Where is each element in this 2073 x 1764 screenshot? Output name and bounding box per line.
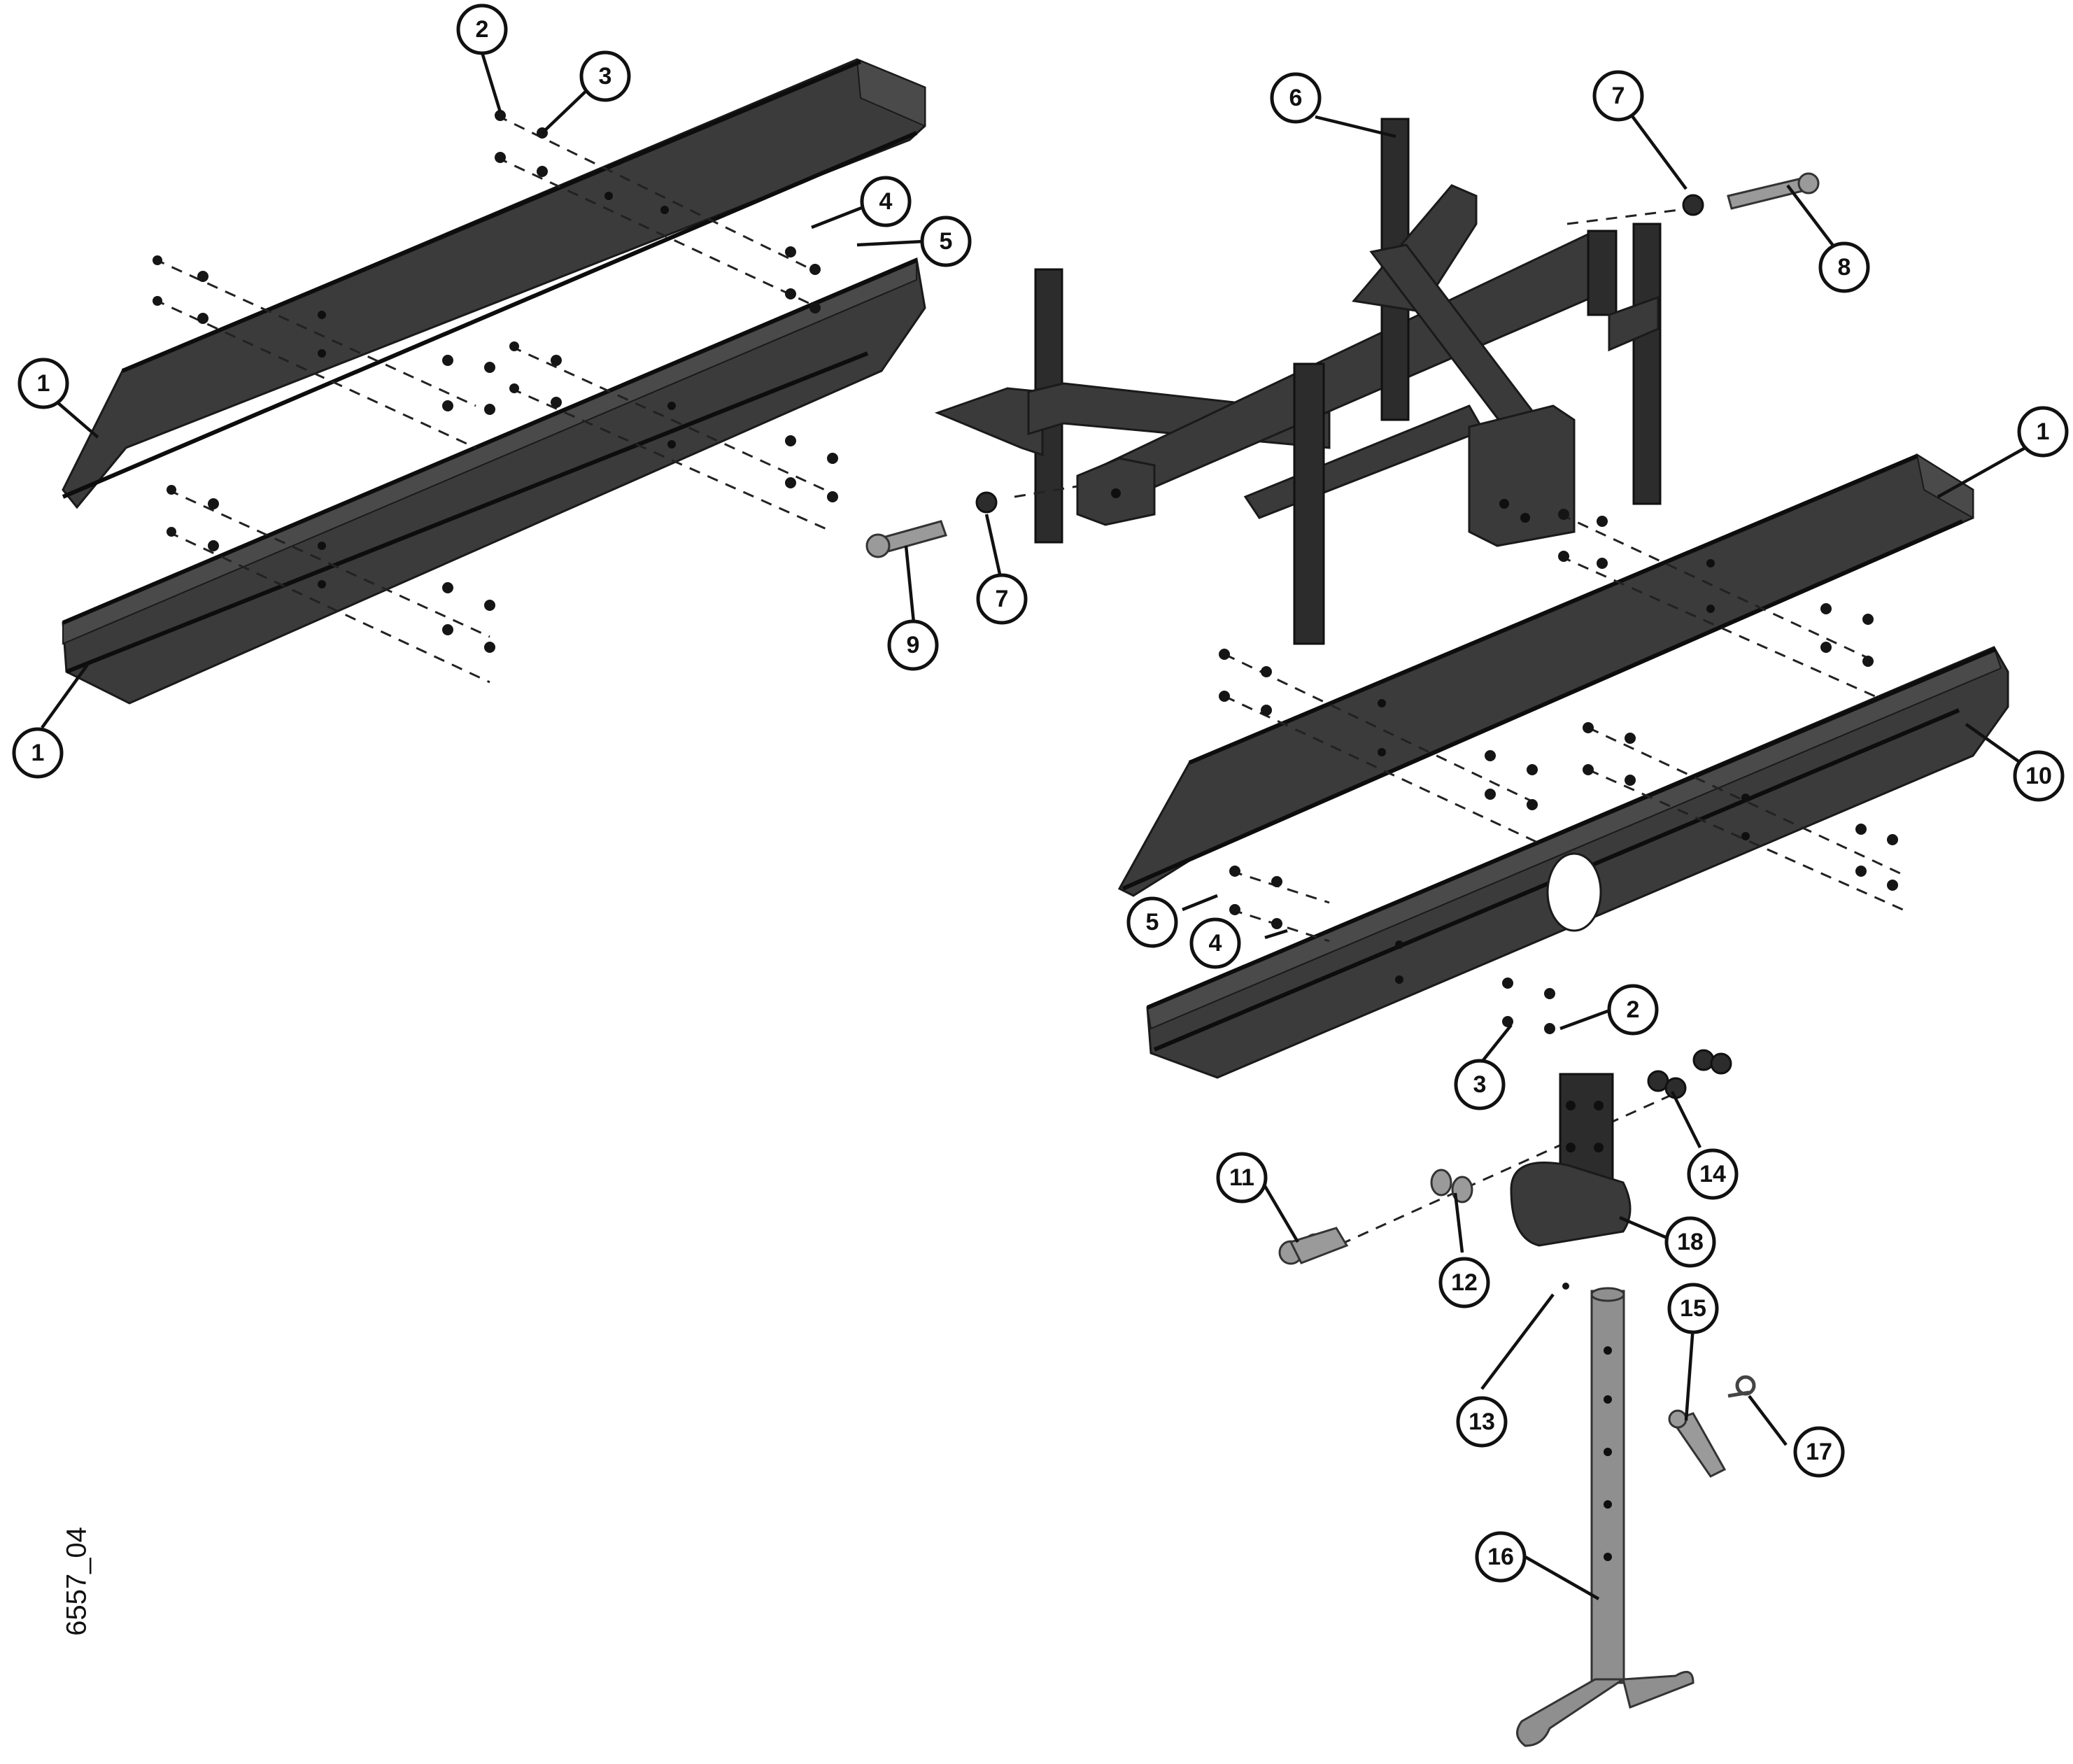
callout-balloon-5: 5	[1126, 896, 1178, 948]
left-rail-hardware	[153, 110, 838, 684]
callout-balloon-13: 13	[1456, 1396, 1508, 1448]
callout-balloon-3: 3	[579, 50, 631, 102]
svg-text:4: 4	[879, 188, 893, 215]
svg-text:2: 2	[476, 16, 489, 43]
svg-text:2: 2	[1627, 996, 1640, 1023]
svg-text:10: 10	[2025, 763, 2052, 789]
callout-balloon-4: 4	[1189, 917, 1241, 969]
svg-text:1: 1	[2037, 418, 2050, 445]
callout-balloon-8: 8	[1818, 241, 1870, 293]
svg-text:16: 16	[1487, 1544, 1514, 1570]
svg-text:3: 3	[599, 63, 612, 90]
callout-balloon-10: 10	[2013, 750, 2065, 802]
rail-lower-left	[62, 257, 926, 705]
rail-upper-right	[1117, 453, 1974, 897]
svg-text:5: 5	[940, 228, 953, 255]
svg-text:9: 9	[907, 632, 920, 658]
svg-text:7: 7	[996, 586, 1009, 612]
callout-balloon-17: 17	[1793, 1426, 1845, 1478]
rail-lower-right	[1146, 646, 2009, 1079]
center-frame	[934, 118, 1662, 645]
callout-balloon-12: 12	[1438, 1257, 1490, 1308]
svg-text:6: 6	[1289, 85, 1303, 111]
svg-text:3: 3	[1473, 1071, 1487, 1098]
svg-text:12: 12	[1451, 1269, 1478, 1296]
callout-balloon-16: 16	[1475, 1531, 1527, 1583]
callout-balloon-14: 14	[1687, 1148, 1739, 1200]
figure-code-label: 6557_04	[62, 1527, 105, 1636]
svg-text:1: 1	[31, 740, 45, 766]
callout-balloon-2: 2	[456, 3, 508, 55]
callout-balloon-15: 15	[1667, 1283, 1719, 1334]
callout-balloon-18: 18	[1664, 1216, 1716, 1268]
svg-text:5: 5	[1146, 909, 1159, 936]
callout-balloon-3: 3	[1454, 1059, 1506, 1110]
callout-balloon-1-secondary: 1	[2008, 483, 2073, 553]
callout-balloon-7: 7	[976, 573, 1028, 625]
callout-balloon-1: 1	[17, 358, 69, 409]
leader-lines	[41, 52, 2030, 1600]
svg-text:17: 17	[1806, 1439, 1832, 1465]
callout-balloon-2: 2	[1607, 984, 1659, 1036]
callout-balloon-11: 11	[1216, 1152, 1268, 1204]
svg-text:11: 11	[1229, 1164, 1254, 1191]
right-rail-hardware	[1219, 509, 1904, 1034]
callout-balloon-7: 7	[1592, 70, 1644, 122]
callout-balloon-4: 4	[860, 176, 912, 227]
svg-text:7: 7	[1612, 83, 1625, 109]
svg-text:13: 13	[1469, 1409, 1495, 1435]
svg-text:4: 4	[1209, 930, 1222, 957]
svg-text:8: 8	[1838, 254, 1851, 281]
svg-text:14: 14	[1699, 1161, 1726, 1187]
callout-balloon-6: 6	[1270, 72, 1322, 124]
svg-text:18: 18	[1677, 1229, 1704, 1255]
callout-balloon-1: 1	[12, 727, 64, 779]
callout-balloon-5: 5	[920, 216, 972, 267]
stand-assembly	[1278, 1049, 1756, 1747]
frame-pins	[865, 172, 1820, 558]
rail-upper-left	[62, 58, 926, 509]
callout-balloon-9: 9	[887, 619, 939, 671]
figure-code-text: 6557_04	[61, 1527, 92, 1636]
svg-text:15: 15	[1680, 1295, 1706, 1322]
svg-text:1: 1	[37, 370, 50, 397]
callout-balloon-1: 1	[2017, 406, 2069, 458]
